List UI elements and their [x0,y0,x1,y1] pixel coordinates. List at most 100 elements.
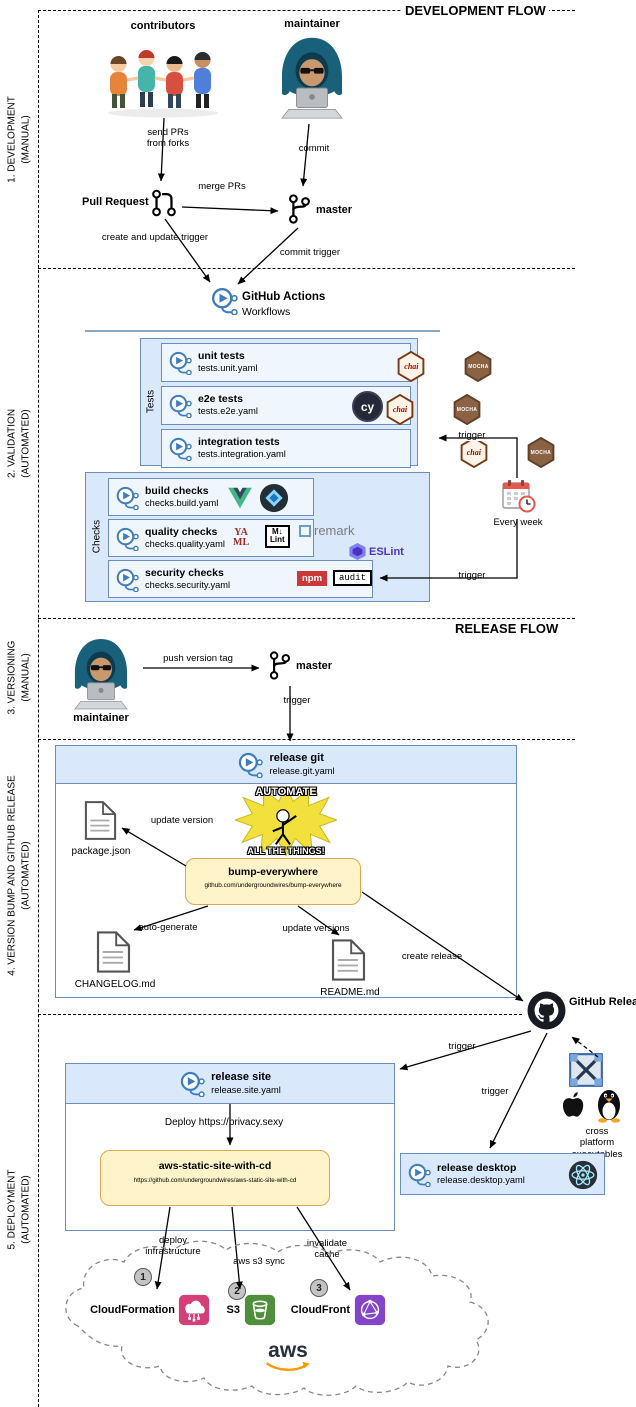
cloudfront-label: CloudFront [290,1304,350,1316]
edge-label-create-release: create release [399,951,465,963]
maintainer-label: maintainer [73,712,129,724]
workflow-row-unit-tests: unit tests tests.unit.yaml chai MOCHA [161,343,492,382]
electron-icon [568,1160,598,1190]
bump-everywhere-subtitle: github.com/undergroundwires/bump-everywh… [204,882,342,889]
edge-label-update-versions: update versions [280,923,352,935]
workflow-row-security-checks: security checks checks.security.yaml npm… [108,560,373,598]
pull-request-label: Pull Request [82,196,149,208]
github-actions-icon [180,1071,206,1097]
calendar-icon [502,480,536,513]
stage-column-divider [38,10,39,1407]
workflow-row-build-checks: build checks checks.build.yaml [108,478,314,516]
workflow-file: release.site.yaml [211,1084,281,1095]
edge-label-invalidate-cache: invalidate cache [304,1238,350,1261]
workflow-file: checks.quality.yaml [145,538,225,549]
edge-label-deploy-privacy-sexy: Deploy https://privacy.sexy [162,1117,286,1129]
s3-label: S3 [226,1304,240,1316]
github-actions-icon [116,486,139,510]
maintainer-label: maintainer [284,18,340,30]
development-flow-header: DEVELOPMENT FLOW [402,3,549,18]
workflow-file: tests.e2e.yaml [198,406,258,417]
github-actions-icon [116,568,139,592]
release-flow-divider [38,618,575,619]
aws-smile-icon [265,1361,310,1371]
workflow-title: e2e tests [198,393,243,406]
development-validation-divider [38,268,575,269]
workflow-title: integration tests [198,436,280,449]
chai-icon: chai [460,437,488,468]
stage-label-development: 1. DEVELOPMENT(MANUAL) [6,96,32,183]
cloudformation-label: CloudFormation [90,1304,175,1316]
edge-label-trigger-versioning: trigger [281,695,313,707]
contributors-illustration [108,50,218,118]
apple-icon [562,1092,584,1117]
versioning-bump-divider [38,739,575,740]
readme-document-icon [331,939,366,981]
maintainer-illustration [74,639,128,710]
edge-label-merge-prs: merge PRs [196,181,248,193]
eslint-icon: ESLint [348,543,404,560]
audit-icon: audit [333,570,373,586]
checks-group-label: Checks [91,519,103,554]
meme-top-text: AUTOMATE [255,786,317,798]
edge-label-send-prs: send PRs from forks [144,127,192,150]
development-flow-top-border [38,10,575,11]
workflow-title: unit tests [198,350,245,363]
yaml-icon: YA ML [233,527,250,548]
workflow-title: release git [269,751,324,764]
master-label: master [316,204,353,216]
cloudfront-icon [354,1294,386,1326]
mocha-icon: MOCHA [453,394,481,425]
workflows-divider-line [85,330,440,332]
edge-label-trigger-security: trigger [456,570,488,582]
bump-deployment-divider [38,1014,522,1015]
workflow-file: release.git.yaml [269,765,335,776]
chai-icon: chai [397,351,425,382]
cypress-icon: cy [352,391,383,422]
aws-logo: aws [262,1340,314,1379]
workflow-file: tests.integration.yaml [198,449,286,460]
step-badge-1: 1 [134,1268,152,1286]
github-release-icon [527,991,566,1030]
stage-label-versioning: 3. VERSIONING(MANUAL) [6,640,32,715]
edge-label-auto-generate: auto-generate [136,922,200,934]
workflow-title: quality checks [145,525,218,538]
every-week-label: Every week [491,517,545,529]
stage-label-validation: 2. VALIDATION(AUTOMATED) [6,408,32,479]
workflow-row-integration-tests: integration tests tests.integration.yaml… [161,429,555,468]
vue-icon [228,487,252,509]
changelog-label: CHANGELOG.md [74,979,156,990]
linux-tux-icon [598,1090,620,1123]
github-actions-icon [169,394,192,418]
edge-label-deploy-infrastructure: deploy infrastructure [143,1235,203,1258]
release-flow-header: RELEASE FLOW [452,621,562,636]
tests-group: Tests unit tests tests.unit.yaml chai MO… [140,338,555,468]
master-label: master [296,660,333,672]
meme-bottom-text: ALL THE THINGS! [247,846,325,856]
edge-label-create-update-trigger: create and update trigger [99,232,211,244]
release-site-workflow-header: release site release.site.yaml [66,1064,394,1104]
edge-label-update-version: update version [148,815,216,827]
bump-everywhere-title: bump-everywhere [228,866,318,878]
github-actions-icon [169,437,192,461]
workflow-row-e2e-tests: e2e tests tests.e2e.yaml chai MOCHA cy [161,386,481,425]
bump-everywhere-box: bump-everywhere github.com/undergroundwi… [185,858,361,905]
package-json-document-icon [84,801,117,840]
workflow-title: build checks [145,484,209,497]
npm-icon: npm [297,571,328,586]
maintainer-illustration [280,37,344,119]
changelog-document-icon [96,931,131,973]
edge-label-trigger-integration: trigger [456,430,488,442]
windows-executable-icon [569,1053,603,1087]
github-release-label: GitHub Release [569,996,636,1010]
github-actions-icon [239,752,264,778]
markdownlint-icon: M↓Lint [265,525,290,548]
mocha-icon: MOCHA [464,351,492,382]
remark-icon: remark [299,523,354,538]
aws-static-site-subtitle: https://github.com/undergroundwires/aws-… [133,1177,297,1184]
checks-group: Checks build checks checks.build.yaml qu… [85,472,430,602]
workflow-file: tests.unit.yaml [198,363,258,374]
pull-request-icon [152,189,176,217]
edge-label-trigger-desktop: trigger [479,1086,511,1098]
